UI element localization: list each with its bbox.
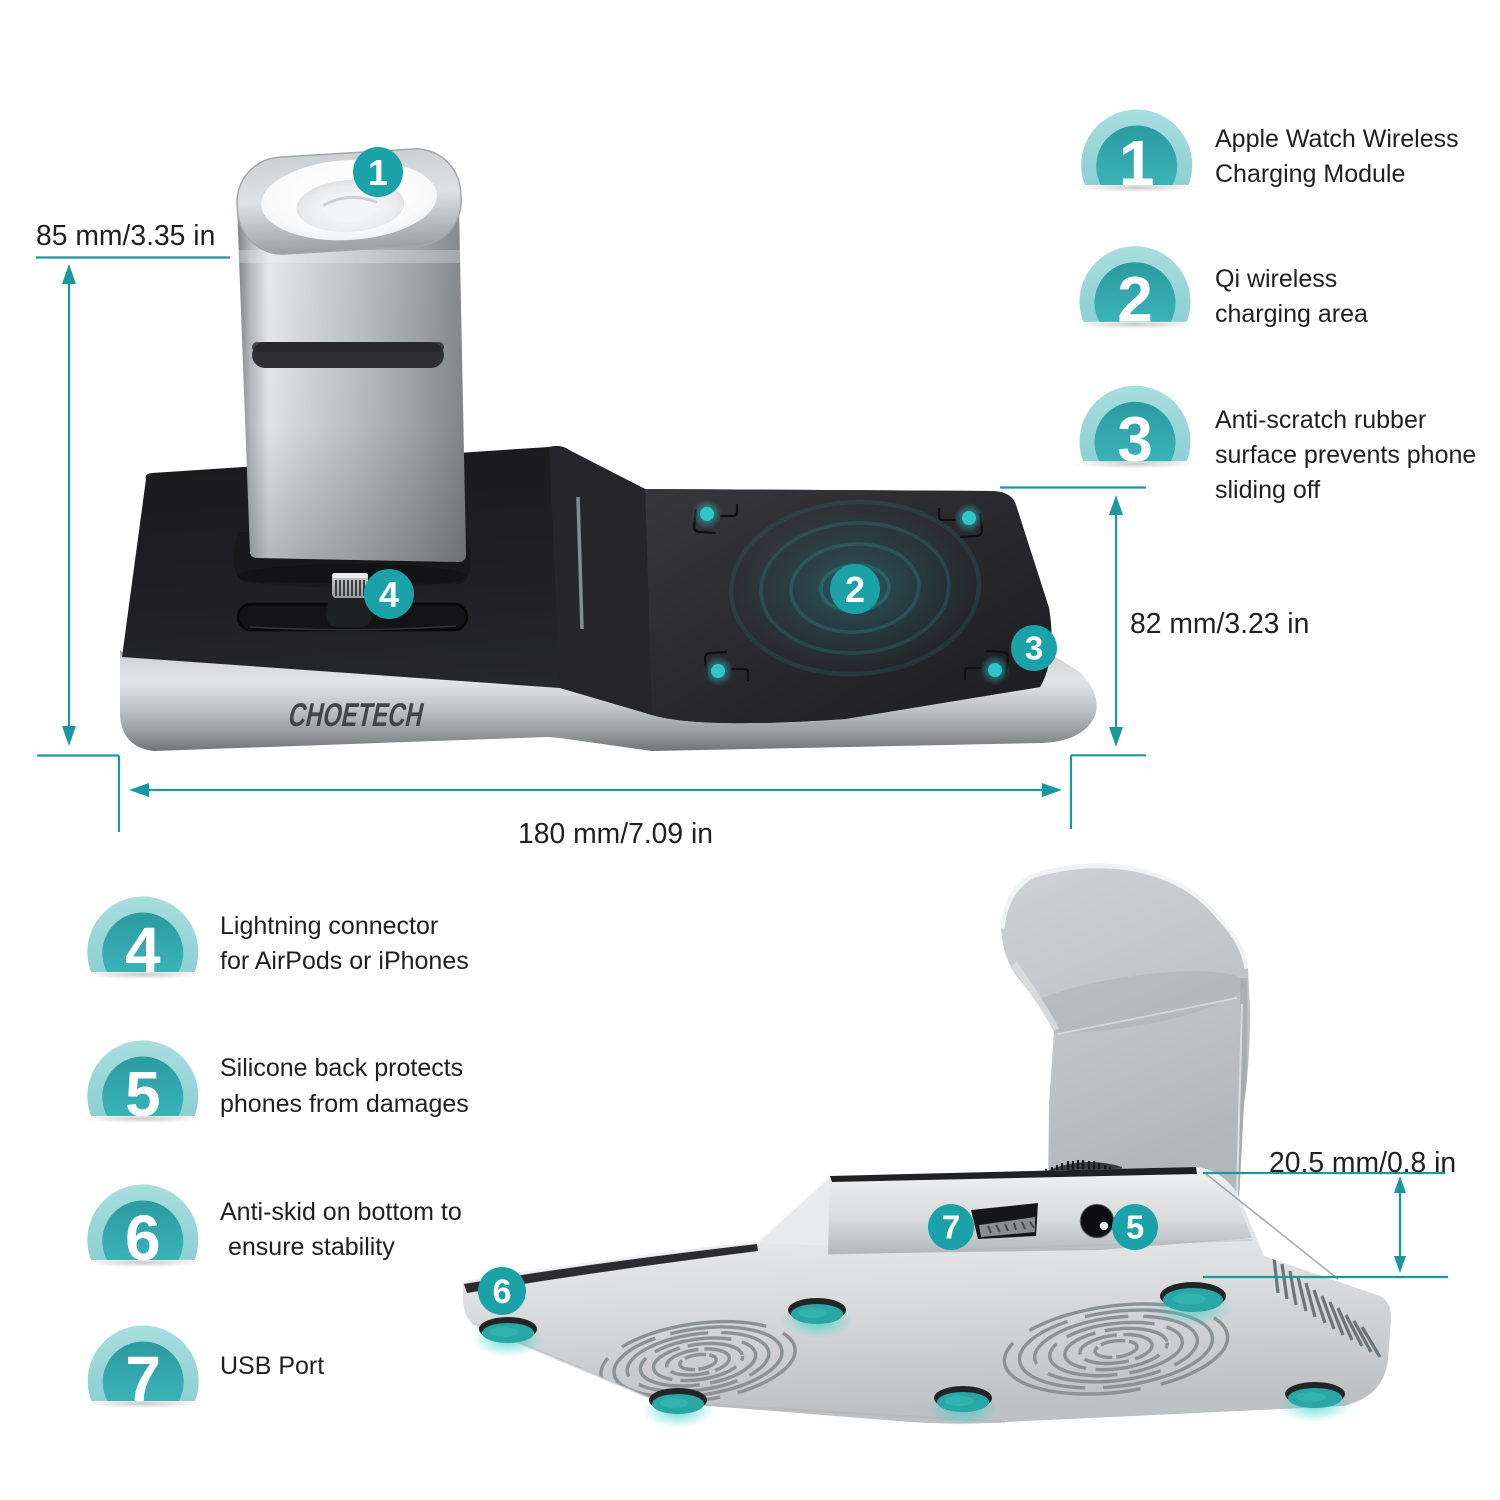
- svg-text:for AirPods or iPhones: for AirPods or iPhones: [220, 947, 469, 975]
- svg-text:3: 3: [1025, 630, 1043, 667]
- svg-text:1: 1: [368, 152, 388, 193]
- svg-text:Silicone back protects: Silicone back protects: [220, 1054, 463, 1082]
- svg-text:charging area: charging area: [1215, 300, 1368, 328]
- svg-text:Charging Module: Charging Module: [1215, 160, 1405, 188]
- svg-text:ensure stability: ensure stability: [228, 1233, 395, 1261]
- svg-text:Lightning connector: Lightning connector: [220, 912, 438, 940]
- svg-text:5: 5: [1126, 1209, 1144, 1246]
- svg-text:USB Port: USB Port: [220, 1352, 324, 1380]
- svg-text:5: 5: [125, 1058, 161, 1130]
- svg-text:85 mm/3.35 in: 85 mm/3.35 in: [36, 219, 215, 251]
- svg-text:2: 2: [845, 569, 865, 610]
- svg-text:sliding off: sliding off: [1215, 476, 1320, 504]
- svg-text:4: 4: [379, 574, 399, 615]
- svg-text:Anti-scratch rubber: Anti-scratch rubber: [1215, 406, 1426, 434]
- svg-text:20.5 mm/0.8 in: 20.5 mm/0.8 in: [1269, 1146, 1456, 1178]
- svg-text:phones from damages: phones from damages: [220, 1090, 469, 1118]
- svg-text:1: 1: [1119, 127, 1155, 199]
- svg-text:Qi wireless: Qi wireless: [1215, 265, 1337, 293]
- svg-text:6: 6: [125, 1202, 161, 1274]
- svg-text:Apple Watch Wireless: Apple Watch Wireless: [1215, 125, 1459, 153]
- svg-text:3: 3: [1117, 403, 1153, 475]
- svg-text:CHOETECH: CHOETECH: [285, 697, 427, 734]
- svg-text:Anti-skid on bottom to: Anti-skid on bottom to: [220, 1198, 462, 1226]
- svg-text:6: 6: [493, 1273, 512, 1311]
- svg-text:7: 7: [125, 1343, 161, 1415]
- svg-text:surface prevents phone: surface prevents phone: [1215, 441, 1476, 469]
- svg-text:82 mm/3.23 in: 82 mm/3.23 in: [1130, 607, 1309, 639]
- svg-text:180 mm/7.09 in: 180 mm/7.09 in: [518, 817, 713, 849]
- svg-text:7: 7: [942, 1209, 960, 1246]
- svg-text:2: 2: [1117, 264, 1153, 336]
- svg-text:4: 4: [125, 914, 161, 986]
